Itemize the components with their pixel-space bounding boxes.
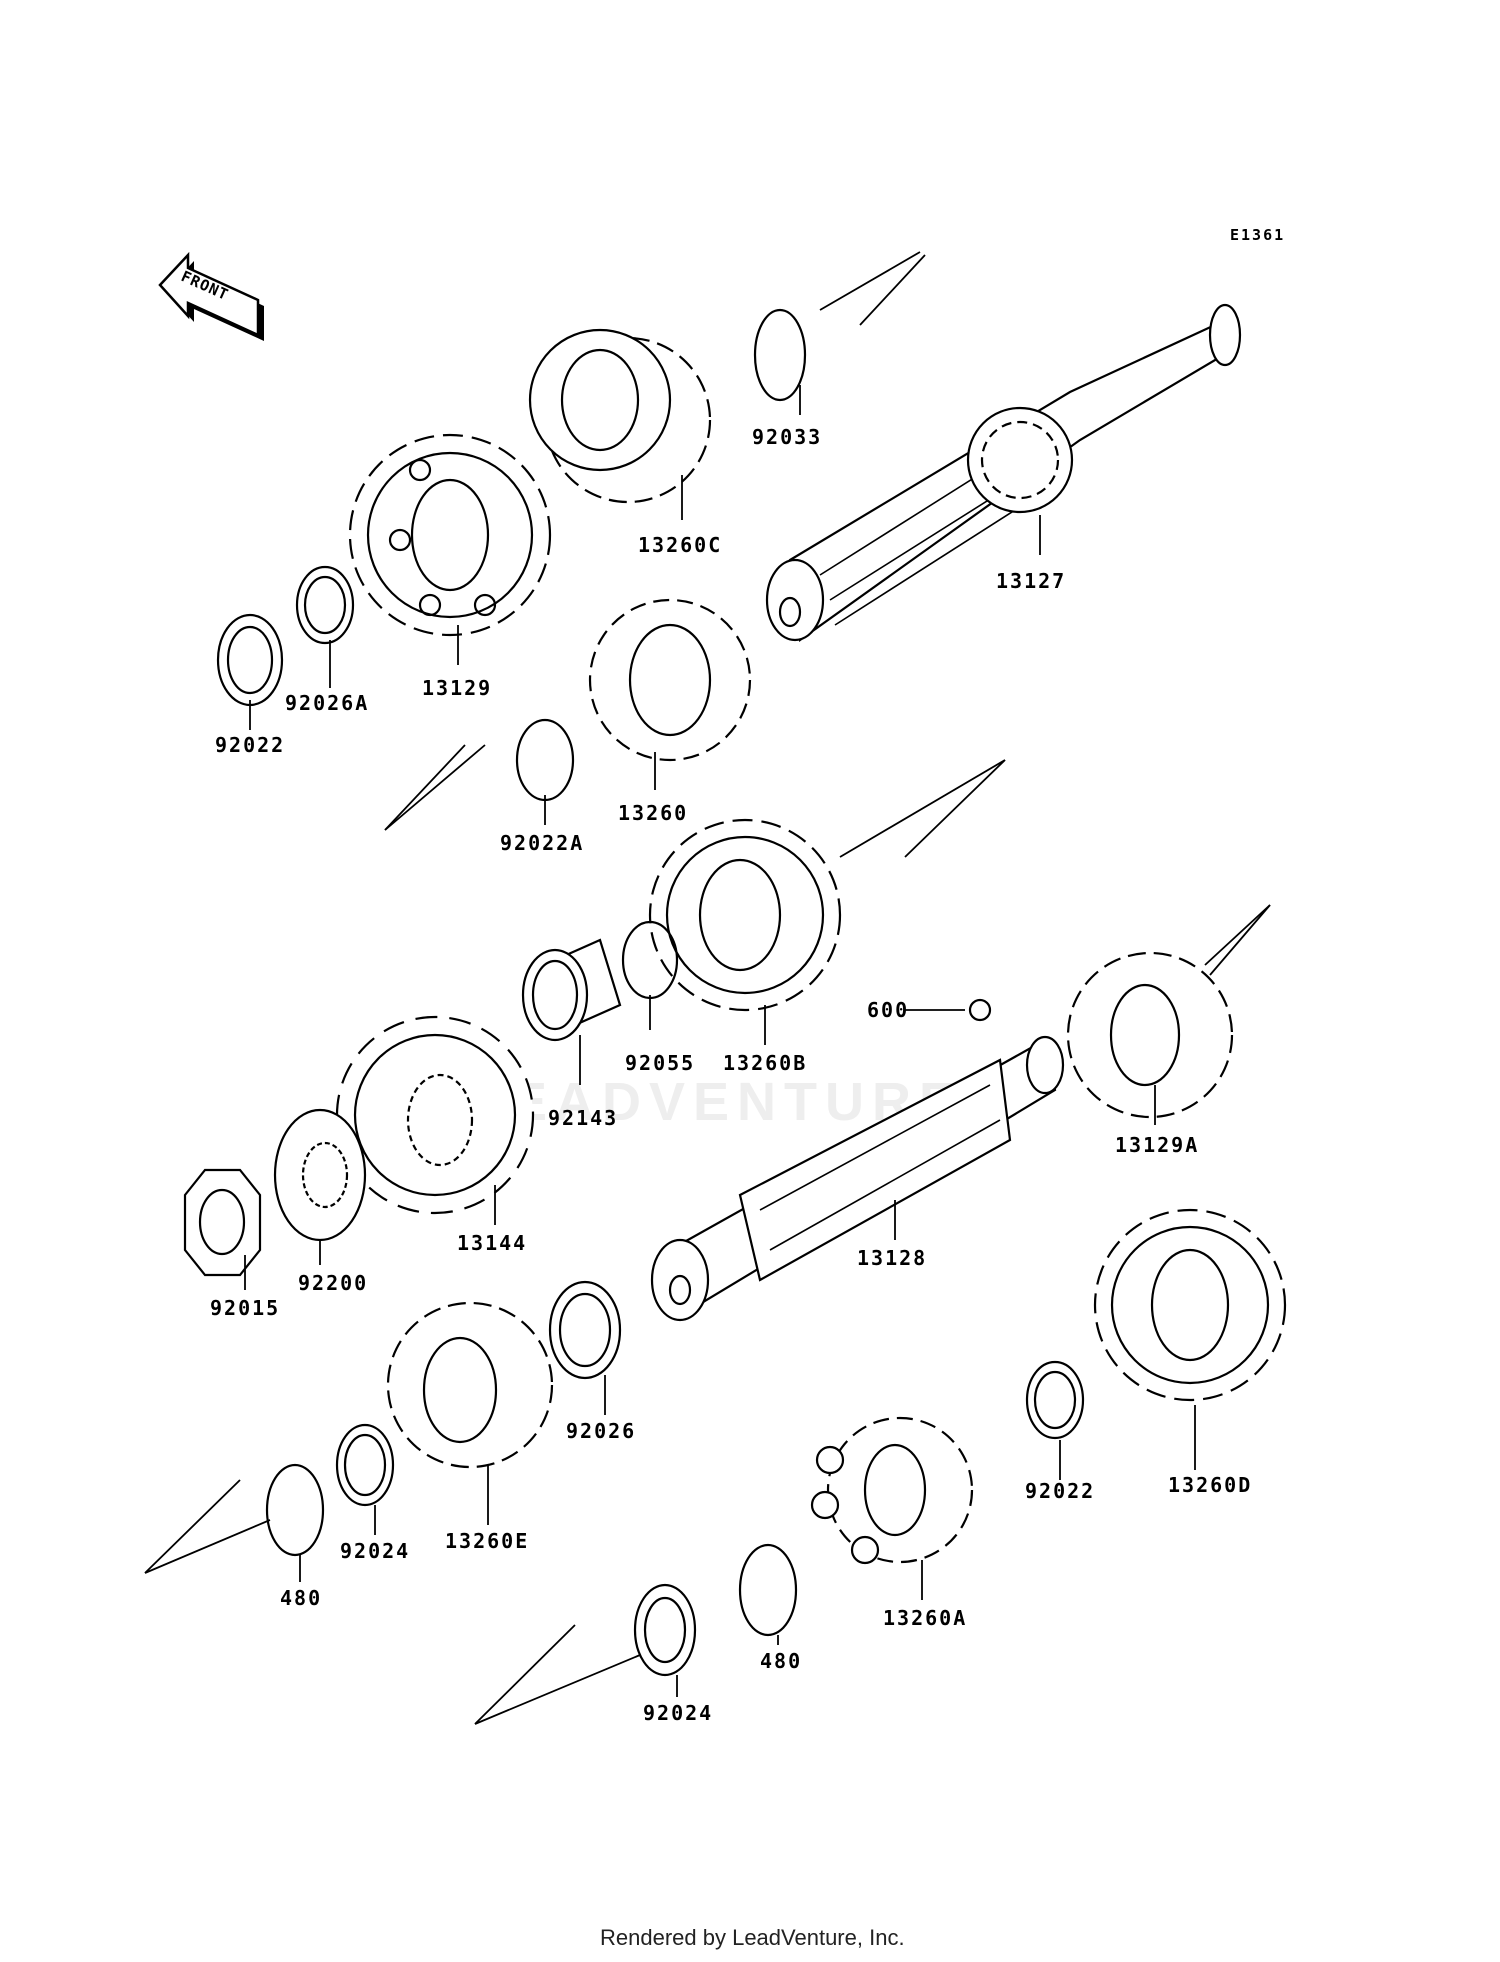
- circlip-480-right: [738, 1543, 798, 1637]
- label-92055: 92055: [625, 1051, 695, 1075]
- label-92022-top: 92022: [215, 733, 285, 757]
- ring-92026: [548, 1280, 622, 1380]
- leader-lines: [244, 385, 1196, 1697]
- gear-13260C: [528, 328, 712, 504]
- circlip-92033: [753, 308, 807, 402]
- gear-13260E: [386, 1301, 554, 1469]
- label-13260: 13260: [618, 801, 688, 825]
- watermark-text: LEADVENTURE: [470, 1072, 963, 1132]
- label-13128: 13128: [857, 1246, 927, 1270]
- sprocket-13144: [335, 1015, 535, 1215]
- label-13144: 13144: [457, 1231, 527, 1255]
- label-92026A: 92026A: [285, 691, 369, 715]
- footer-credit: Rendered by LeadVenture, Inc.: [600, 1925, 905, 1950]
- label-13260E: 13260E: [445, 1529, 529, 1553]
- label-13260D: 13260D: [1168, 1473, 1252, 1497]
- label-480-right: 480: [760, 1649, 802, 1673]
- label-92026: 92026: [566, 1419, 636, 1443]
- label-92033: 92033: [752, 425, 822, 449]
- axis-guide-lines: [144, 251, 1271, 1725]
- front-arrow-icon: FRONT: [158, 251, 264, 341]
- label-92143: 92143: [548, 1106, 618, 1130]
- label-92024-left: 92024: [340, 1539, 410, 1563]
- label-480-left: 480: [280, 1586, 322, 1610]
- gear-13127-integral: [966, 406, 1074, 514]
- label-13260B: 13260B: [723, 1051, 807, 1075]
- label-13129A: 13129A: [1115, 1133, 1199, 1157]
- label-13129: 13129: [422, 676, 492, 700]
- ring-92022A: [515, 718, 575, 802]
- bushing-92143: [521, 938, 622, 1042]
- gear-13260D: [1093, 1208, 1287, 1402]
- label-92200: 92200: [298, 1271, 368, 1295]
- label-92024-bottom: 92024: [643, 1701, 713, 1725]
- gear-13129: [348, 433, 552, 637]
- label-92022-right: 92022: [1025, 1479, 1095, 1503]
- gear-13129A: [1066, 951, 1234, 1119]
- label-13260A: 13260A: [883, 1606, 967, 1630]
- diagram-code: E1361: [1230, 226, 1285, 244]
- label-13127: 13127: [996, 569, 1066, 593]
- ball-600: [968, 998, 992, 1022]
- label-92015: 92015: [210, 1296, 280, 1320]
- label-92022A: 92022A: [500, 831, 584, 855]
- label-13260C: 13260C: [638, 533, 722, 557]
- lockwasher-92200: [273, 1108, 367, 1242]
- nut-92015: [183, 1168, 262, 1277]
- label-600: 600: [867, 998, 909, 1022]
- circlip-480-left: [265, 1463, 325, 1557]
- shaft-13128: [650, 1035, 1065, 1322]
- gear-13260A: [810, 1416, 974, 1565]
- gear-13260B: [648, 818, 842, 1012]
- gear-13260: [588, 598, 752, 762]
